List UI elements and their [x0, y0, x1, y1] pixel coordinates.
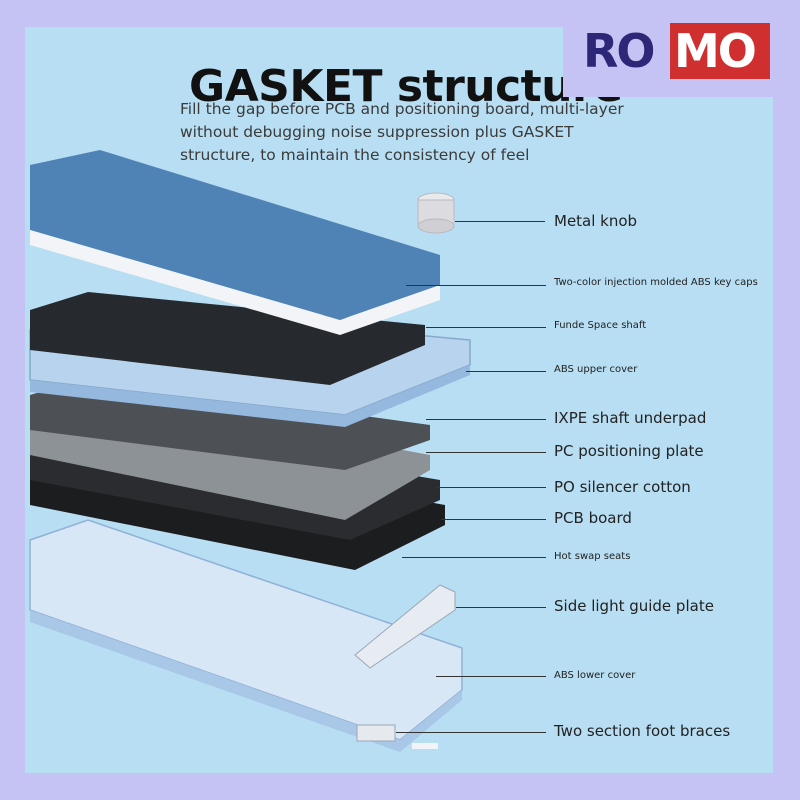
- leader-line: [456, 607, 546, 608]
- metal-knob: [417, 192, 455, 234]
- foot-braces: [356, 724, 438, 749]
- label-pc-plate: PC positioning plate: [554, 442, 704, 460]
- label-ixpe: IXPE shaft underpad: [554, 409, 707, 427]
- label-lower-cover: ABS lower cover: [554, 670, 636, 681]
- logo-mo-box: [670, 23, 770, 79]
- leader-line: [426, 452, 546, 453]
- leader-line: [466, 371, 546, 372]
- label-light-guide: Side light guide plate: [554, 597, 714, 615]
- leader-line: [426, 327, 546, 328]
- label-hot-swap: Hot swap seats: [554, 551, 631, 562]
- leader-line: [396, 732, 546, 733]
- label-upper-cover: ABS upper cover: [554, 364, 638, 375]
- page-subtitle: Fill the gap before PCB and positioning …: [180, 100, 624, 164]
- label-pcb: PCB board: [554, 509, 632, 527]
- label-po-cotton: PO silencer cotton: [554, 478, 691, 496]
- logo-text-mo: MO: [674, 24, 757, 78]
- logo-text-ro: RO: [583, 24, 656, 78]
- label-foot-braces: Two section foot braces: [554, 722, 731, 740]
- switch-plate: [30, 292, 425, 385]
- abs-lower-cover: [29, 519, 463, 752]
- leader-line: [402, 557, 546, 558]
- leader-line: [406, 285, 546, 286]
- side-light-guide-plate: [354, 584, 456, 669]
- label-key-caps: Two-color injection molded ABS key caps: [554, 277, 758, 288]
- leader-line: [455, 221, 545, 222]
- leader-line: [441, 519, 546, 520]
- leader-line: [436, 487, 546, 488]
- label-metal-knob: Metal knob: [554, 212, 638, 230]
- keycap-set: [30, 150, 440, 335]
- label-space-shaft: Funde Space shaft: [554, 320, 647, 331]
- page-title: GASKET structure: [189, 61, 623, 113]
- leader-line: [426, 419, 546, 420]
- leader-line: [436, 676, 546, 677]
